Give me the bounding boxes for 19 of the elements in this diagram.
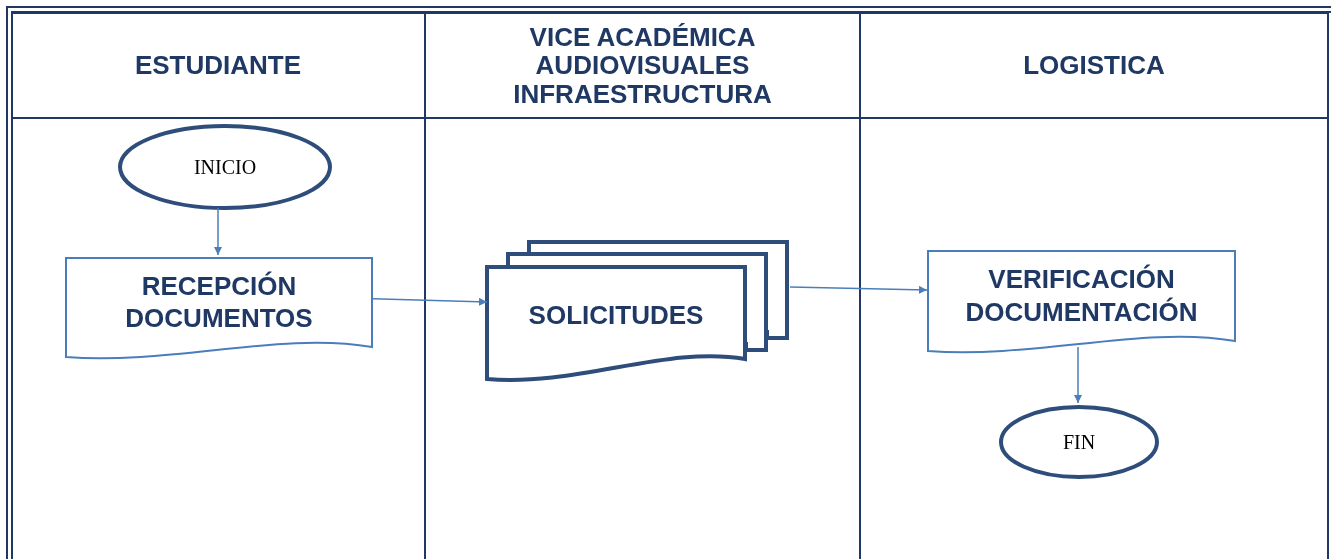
terminator-ellipse xyxy=(999,405,1159,479)
arrow xyxy=(789,285,928,294)
document-shape xyxy=(65,257,373,361)
terminator-ellipse xyxy=(118,124,332,210)
swimlane xyxy=(12,12,426,559)
process-label: SOLICITUDES xyxy=(528,298,704,332)
arrow xyxy=(1074,346,1082,404)
arrow xyxy=(372,297,488,306)
swimlane xyxy=(426,12,861,559)
lane-header: VICE ACADÉMICA AUDIOVISUALES INFRAESTRUCTURA xyxy=(512,23,773,108)
process-label: RECEPCIÓN DOCUMENTOS xyxy=(124,269,314,335)
document-shape xyxy=(927,250,1236,355)
terminator-label: FIN xyxy=(1062,429,1096,455)
arrow xyxy=(214,207,222,256)
lane-header: LOGISTICA xyxy=(1022,51,1166,80)
lane-header: ESTUDIANTE xyxy=(133,51,303,80)
process-label: VERIFICACIÓN DOCUMENTACIÓN xyxy=(964,263,1199,328)
swimlane xyxy=(861,12,1329,559)
terminator-label: INICIO xyxy=(193,154,257,180)
